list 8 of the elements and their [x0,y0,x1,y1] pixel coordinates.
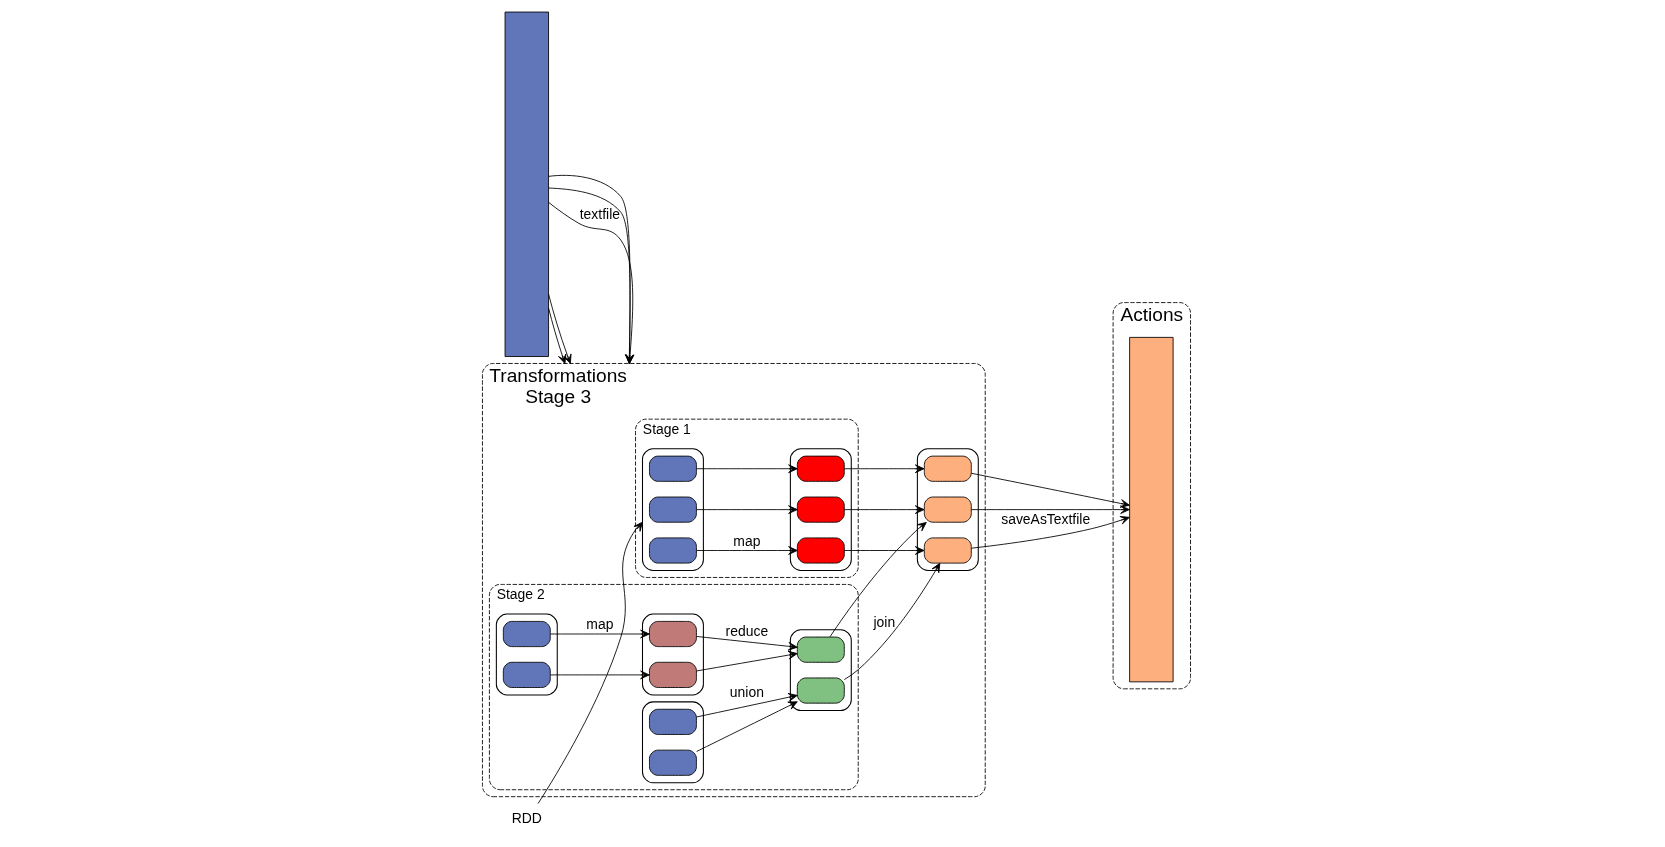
node-text: RDD [511,809,542,826]
edge-label: textfile [579,205,620,222]
edge-label: map [585,616,613,633]
edge-label: map [732,532,760,549]
edge-label: saveAsTextfile [1000,511,1090,528]
edge-label: join [872,613,895,630]
edge-label: union [729,684,764,701]
edge-label: reduce [725,622,768,639]
